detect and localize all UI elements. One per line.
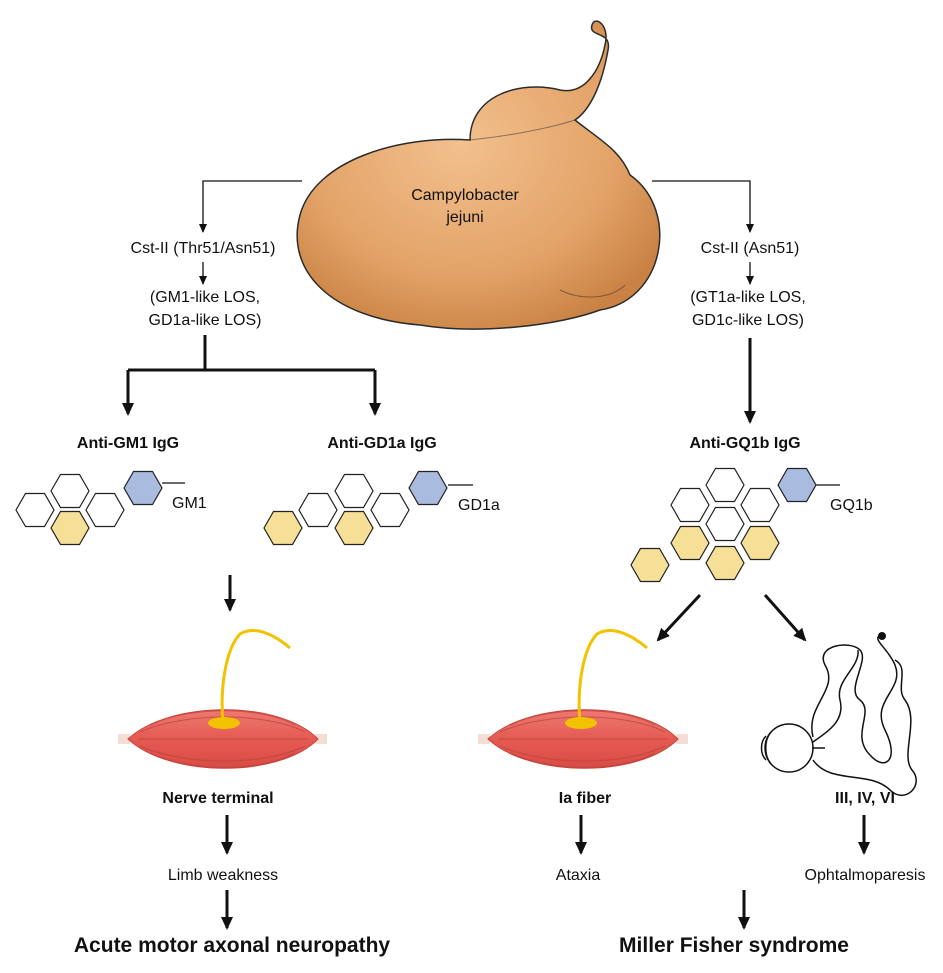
arrow-icon <box>199 180 302 233</box>
antibody-gm1-label: Anti-GM1 IgG <box>77 435 179 452</box>
nerve-nucleus <box>878 632 886 640</box>
hexagon-yellow <box>705 545 745 581</box>
gm1-hexagons <box>15 470 163 546</box>
left-split-line <box>128 335 375 372</box>
ataxia-label: Ataxia <box>556 867 601 884</box>
bacterium-label-line1: Campylobacter <box>411 187 519 204</box>
hexagon-white <box>50 473 90 509</box>
gd1a-hexagons <box>263 470 448 546</box>
hexagon-blue <box>408 470 448 506</box>
bacterium-icon: Campylobacter jejuni <box>296 20 661 330</box>
right-los-line1: (GT1a-like LOS, <box>690 289 806 306</box>
left-enzyme-label: Cst-II (Thr51/Asn51) <box>131 240 276 257</box>
hexagon-white <box>298 492 338 528</box>
muscle-fibers <box>138 710 308 768</box>
ganglioside-structure-icon: GD1a <box>263 470 500 546</box>
tendon-left <box>118 734 130 744</box>
ophtalmoparesis-label: Ophtalmoparesis <box>805 867 926 884</box>
hexagon-blue <box>777 467 817 503</box>
hexagon-yellow <box>740 525 780 561</box>
hexagon-yellow <box>50 510 90 546</box>
cranial-nerve-icon <box>811 632 917 797</box>
right-los-line2: GD1c-like LOS) <box>692 312 804 329</box>
antibody-gq1b-label: Anti-GQ1b IgG <box>689 435 800 452</box>
limb-weakness-label: Limb weakness <box>168 867 278 884</box>
gq1b-hexagons <box>630 467 817 583</box>
bacterium-crease <box>469 119 576 141</box>
nerve-path-2 <box>812 659 917 797</box>
arrow-icon <box>652 180 754 233</box>
disease-mfs-label: Miller Fisher syndrome <box>619 934 849 957</box>
tendon-right <box>315 734 327 744</box>
nerve-terminal-endplate <box>208 717 240 729</box>
nerve-fiber-icon <box>220 629 291 723</box>
right-enzyme-label: Cst-II (Asn51) <box>701 240 800 257</box>
hexagon-white <box>705 467 745 503</box>
nerve-fiber-icon <box>577 629 648 723</box>
hexagon-white <box>370 492 410 528</box>
hexagon-white <box>15 492 55 528</box>
muscle-fibers <box>498 710 668 768</box>
gq1b-label: GQ1b <box>830 497 873 514</box>
ia-fiber-ending <box>565 717 597 729</box>
bacterium-body <box>296 20 661 330</box>
iris <box>765 731 772 765</box>
arrow-icon <box>763 594 807 642</box>
eyeball <box>764 723 814 773</box>
muscle-icon <box>478 629 688 769</box>
gd1a-label: GD1a <box>458 497 500 514</box>
arrow-icon <box>656 593 702 642</box>
antibody-gd1a-label: Anti-GD1a IgG <box>327 435 436 452</box>
disease-amann-label: Acute motor axonal neuropathy <box>74 934 391 957</box>
left-los-line2: GD1a-like LOS) <box>149 312 262 329</box>
tendon-right <box>676 734 688 744</box>
ia-fiber-label: Ia fiber <box>559 790 611 807</box>
bacterium-label-line2: jejuni <box>445 209 483 226</box>
cranial-nerves-label: III, IV, VI <box>835 790 895 807</box>
gm1-label: GM1 <box>172 495 207 512</box>
hexagon-white <box>670 487 710 523</box>
hexagon-white <box>740 487 780 523</box>
hexagon-white <box>85 492 125 528</box>
tendon-left <box>478 734 490 744</box>
hexagon-yellow <box>670 525 710 561</box>
ganglioside-structure-icon: GQ1b <box>630 467 873 583</box>
bacterium-lobe <box>559 284 626 298</box>
hexagon-blue <box>123 470 163 506</box>
hexagon-white <box>334 473 374 509</box>
nerve-path-3 <box>812 649 859 743</box>
hexagon-yellow <box>334 510 374 546</box>
hexagon-yellow <box>263 510 303 546</box>
eye-icon <box>760 723 825 773</box>
nerve-terminal-label: Nerve terminal <box>162 790 273 807</box>
muscle-icon <box>118 629 327 769</box>
nerve-path-1 <box>811 634 898 764</box>
cornea <box>760 735 767 761</box>
ganglioside-structure-icon: GM1 <box>15 470 207 546</box>
hexagon-white <box>705 506 745 542</box>
left-los-line1: (GM1-like LOS, <box>150 289 260 306</box>
hexagon-yellow <box>630 547 670 583</box>
